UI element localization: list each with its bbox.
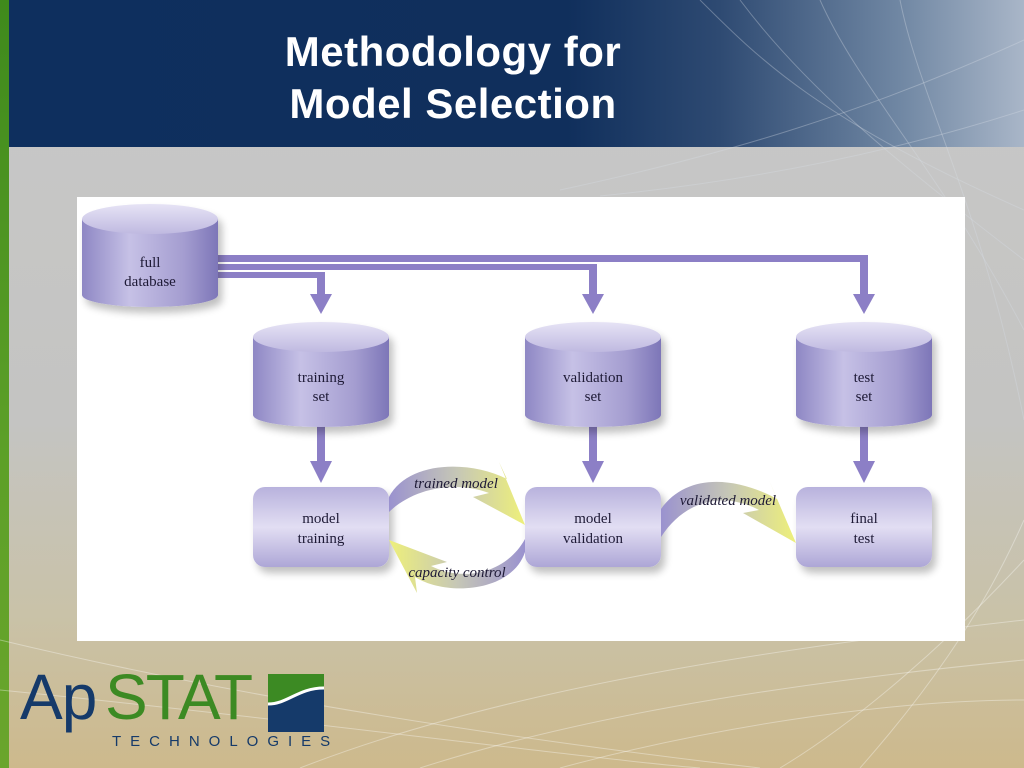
title-line-2: Model Selection <box>289 80 617 127</box>
title-line-1: Methodology for <box>284 28 622 75</box>
model-validation-label-line1: model <box>574 511 612 527</box>
trained-model-arrow <box>389 462 525 525</box>
set-to-process-arrows <box>310 425 875 483</box>
final-test-box <box>796 487 932 567</box>
validation-set-label-line1: validation <box>563 370 623 386</box>
trained-model-label: trained model <box>414 476 498 492</box>
validated-model-arrow <box>661 480 796 543</box>
model-validation-box <box>525 487 661 567</box>
logo-mark-icon <box>268 674 324 732</box>
model-training-label-line1: model <box>302 511 340 527</box>
model-training-box <box>253 487 389 567</box>
distribution-pipes <box>217 255 868 294</box>
model-selection-diagram: full database training set validation se… <box>82 204 932 593</box>
training-set-label-line1: training <box>298 370 345 386</box>
left-accent-bar <box>0 0 9 768</box>
validated-model-label: validated model <box>680 493 776 509</box>
capacity-control-arrow <box>389 539 525 593</box>
full-database-label-line1: full <box>140 255 161 271</box>
model-validation-label-line2: validation <box>563 531 623 547</box>
capacity-control-label: capacity control <box>408 565 505 581</box>
diagram-panel: full database training set validation se… <box>77 197 965 641</box>
apstat-logo: Ap STAT TECHNOLOGIES <box>20 662 340 758</box>
logo-subtitle: TECHNOLOGIES <box>112 733 340 750</box>
test-set-label-line1: test <box>854 370 876 386</box>
slide-title: Methodology for Model Selection <box>150 26 756 130</box>
test-set-label-line2: set <box>856 389 873 405</box>
arrowheads-top <box>310 294 875 314</box>
final-test-label-line1: final <box>850 511 878 527</box>
logo-stat-text: STAT <box>105 661 253 733</box>
full-database-cylinder <box>82 204 218 307</box>
training-set-cylinder <box>253 322 389 427</box>
title-banner <box>9 0 1024 147</box>
validation-set-cylinder <box>525 322 661 427</box>
model-training-label-line2: training <box>298 531 345 547</box>
full-database-label-line2: database <box>124 274 176 290</box>
test-set-cylinder <box>796 322 932 427</box>
final-test-label-line2: test <box>854 531 876 547</box>
training-set-label-line2: set <box>313 389 330 405</box>
validation-set-label-line2: set <box>585 389 602 405</box>
logo-ap-text: Ap <box>20 661 97 733</box>
